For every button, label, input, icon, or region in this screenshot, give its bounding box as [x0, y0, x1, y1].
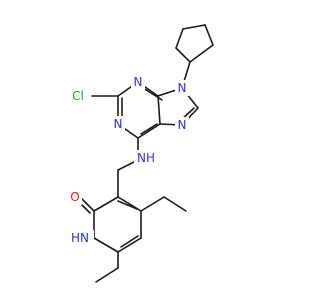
- atom-n7: N: [175, 117, 189, 133]
- bond: [117, 237, 142, 253]
- atom-labels: Cl N N N N NH O HN: [66, 74, 189, 246]
- nitrogen-label: N: [114, 117, 123, 131]
- bond: [140, 196, 165, 212]
- bond: [175, 47, 191, 63]
- bond: [140, 123, 158, 135]
- bond: [189, 44, 214, 63]
- bond: [79, 196, 95, 212]
- atom-nh: NH: [134, 150, 158, 166]
- bond: [95, 267, 119, 283]
- atom-n1: N: [111, 116, 125, 132]
- bond: [117, 200, 138, 210]
- atom-n3: N: [131, 74, 145, 90]
- bond: [175, 28, 184, 49]
- oxygen-label: O: [70, 190, 79, 204]
- molecule-structure: Cl N N N N NH O HN: [66, 24, 214, 283]
- bond: [163, 196, 187, 212]
- atom-hn: HN: [66, 230, 94, 246]
- nitrogen-label: N: [178, 81, 187, 95]
- bond: [137, 123, 161, 139]
- atom-n9: N: [175, 80, 189, 96]
- pyridone-nh-label: HN: [71, 231, 89, 245]
- bond: [182, 24, 206, 30]
- bond: [93, 237, 119, 253]
- bond: [120, 235, 139, 248]
- amine-label: NH: [137, 151, 155, 165]
- bond: [93, 196, 119, 212]
- bond: [204, 24, 214, 46]
- chlorine-label: Cl: [72, 89, 84, 103]
- bond: [157, 95, 161, 125]
- atom-o: O: [68, 189, 82, 205]
- nitrogen-label: N: [134, 75, 143, 89]
- nitrogen-label: N: [178, 118, 187, 132]
- atom-cl: Cl: [67, 88, 90, 104]
